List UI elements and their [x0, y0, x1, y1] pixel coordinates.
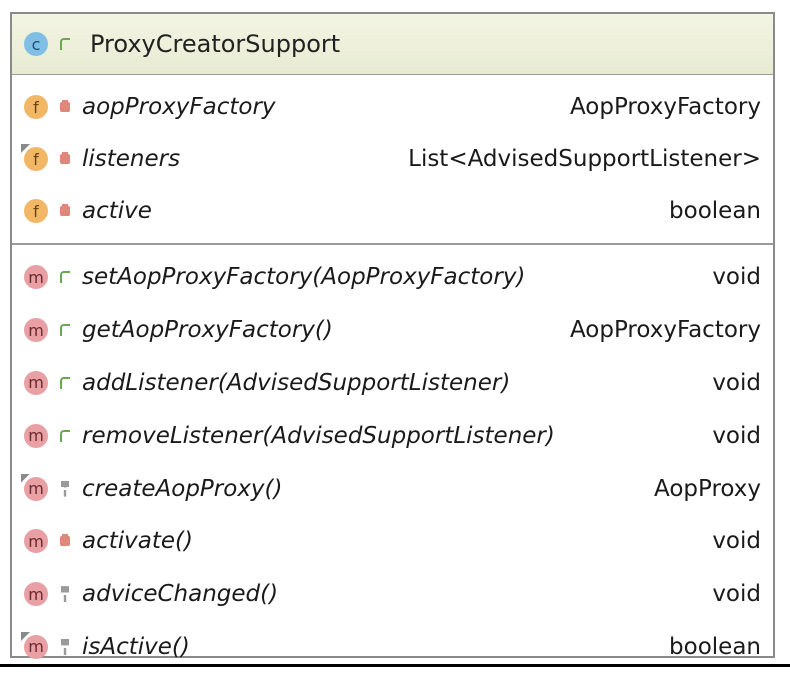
private-lock-icon	[56, 536, 74, 546]
field-icon: f	[24, 95, 48, 119]
field-row: f listeners List<AdvisedSupportListener>	[12, 133, 773, 185]
method-name: isActive()	[82, 633, 190, 660]
protected-key-icon	[56, 481, 74, 497]
method-icon: m	[24, 582, 48, 607]
method-row: m adviceChanged() void	[12, 568, 773, 621]
method-icon: m	[24, 370, 48, 395]
private-lock-icon	[56, 206, 74, 216]
class-diagram-box: c ProxyCreatorSupport f aopProxyFactory …	[10, 12, 775, 660]
method-row: m removeListener(AdvisedSupportListener)…	[12, 409, 773, 462]
method-name: setAopProxyFactory(AopProxyFactory)	[82, 264, 526, 291]
protected-key-icon	[56, 586, 74, 602]
method-return-type: AopProxy	[653, 475, 761, 502]
public-visibility-icon	[56, 38, 74, 50]
method-row: m activate() void	[12, 515, 773, 568]
method-name: getAopProxyFactory()	[82, 317, 333, 344]
class-header: c ProxyCreatorSupport	[12, 14, 773, 75]
private-lock-icon	[56, 102, 74, 112]
method-icon: m	[24, 529, 48, 554]
method-row: m setAopProxyFactory(AopProxyFactory) vo…	[12, 251, 773, 304]
method-icon: m	[24, 423, 48, 448]
method-icon: m	[24, 318, 48, 343]
field-type: boolean	[669, 198, 761, 224]
method-name: removeListener(AdvisedSupportListener)	[82, 422, 555, 449]
method-icon: m	[24, 634, 48, 659]
method-row: m getAopProxyFactory() AopProxyFactory	[12, 304, 773, 357]
method-row: m createAopProxy() AopProxy	[12, 462, 773, 515]
public-visibility-icon	[56, 377, 74, 389]
field-name: aopProxyFactory	[82, 94, 276, 120]
method-name: adviceChanged()	[82, 581, 279, 608]
method-icon: m	[24, 476, 48, 501]
field-icon: f	[24, 199, 48, 223]
protected-key-icon	[56, 639, 74, 655]
class-kind-icon: c	[24, 32, 48, 56]
field-row: f aopProxyFactory AopProxyFactory	[12, 81, 773, 133]
field-icon: f	[24, 147, 48, 171]
method-return-type: void	[712, 264, 761, 291]
method-name: activate()	[82, 528, 193, 555]
method-row: m addListener(AdvisedSupportListener) vo…	[12, 357, 773, 410]
method-icon: m	[24, 265, 48, 290]
public-visibility-icon	[56, 324, 74, 336]
method-return-type: void	[712, 528, 761, 555]
field-row: f active boolean	[12, 185, 773, 237]
public-visibility-icon	[56, 430, 74, 442]
method-return-type: boolean	[669, 633, 761, 660]
field-name: listeners	[82, 146, 181, 172]
bottom-divider	[0, 664, 790, 667]
method-return-type: void	[712, 581, 761, 608]
methods-section: m setAopProxyFactory(AopProxyFactory) vo…	[12, 245, 773, 679]
field-type: AopProxyFactory	[569, 94, 761, 120]
fields-section: f aopProxyFactory AopProxyFactory f list…	[12, 75, 773, 245]
field-name: active	[82, 198, 152, 224]
field-type: List<AdvisedSupportListener>	[408, 146, 761, 172]
method-return-type: AopProxyFactory	[569, 317, 761, 344]
method-return-type: void	[712, 369, 761, 396]
method-row: m isActive() boolean	[12, 621, 773, 674]
private-lock-icon	[56, 154, 74, 164]
method-name: addListener(AdvisedSupportListener)	[82, 369, 511, 396]
public-visibility-icon	[56, 271, 74, 283]
method-name: createAopProxy()	[82, 475, 283, 502]
method-return-type: void	[712, 422, 761, 449]
class-name: ProxyCreatorSupport	[90, 30, 341, 58]
